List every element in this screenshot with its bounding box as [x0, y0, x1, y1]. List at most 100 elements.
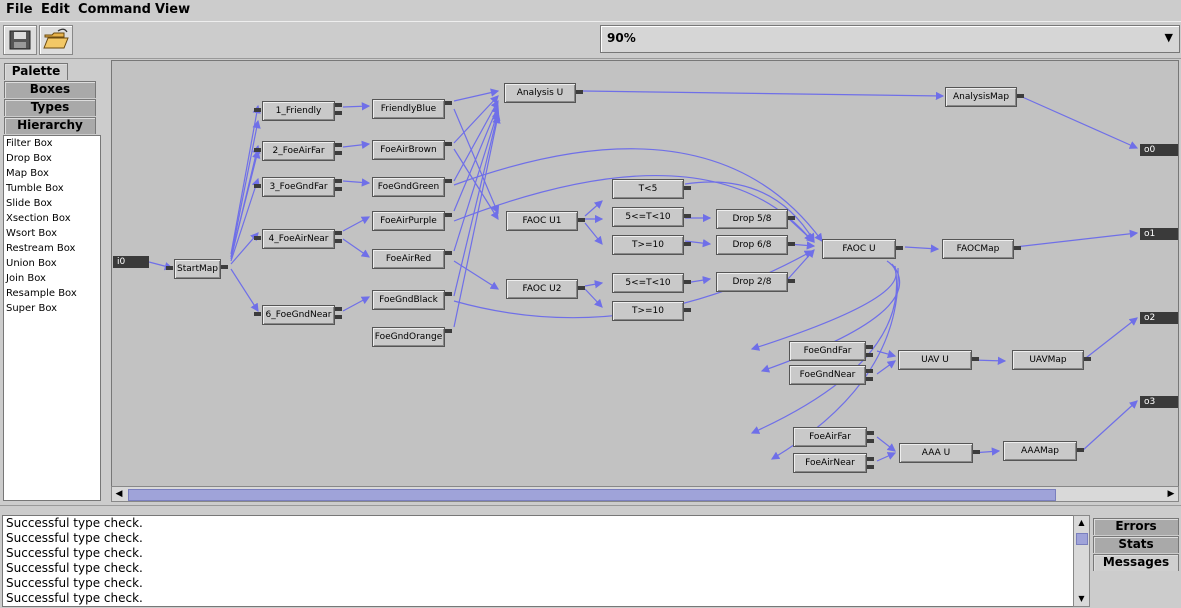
palette-item-tumble-box[interactable]: Tumble Box [6, 183, 64, 194]
tab-boxes[interactable]: Boxes [4, 81, 96, 98]
box-3-foegndfar[interactable]: 3_FoeGndFar [262, 177, 335, 197]
save-button[interactable] [3, 25, 37, 55]
port [166, 266, 173, 270]
port [335, 179, 342, 183]
box-t-lt-5[interactable]: T<5 [612, 179, 684, 199]
output-port-o2[interactable]: o2 [1140, 312, 1178, 324]
tab-errors[interactable]: Errors [1093, 518, 1179, 535]
box-foeairbrown[interactable]: FoeAirBrown [372, 140, 445, 160]
tab-hierarchy[interactable]: Hierarchy [4, 117, 96, 134]
port [254, 148, 261, 152]
box-faoc-u1[interactable]: FAOC U1 [506, 211, 578, 231]
box-faoc-u[interactable]: FAOC U [822, 239, 896, 259]
tab-palette[interactable]: Palette [4, 63, 68, 80]
palette-item-restream-box[interactable]: Restream Box [6, 243, 76, 254]
output-port-o3[interactable]: o3 [1140, 396, 1178, 408]
tab-types[interactable]: Types [4, 99, 96, 116]
box-foegndgreen[interactable]: FoeGndGreen [372, 177, 445, 197]
box-startmap[interactable]: StartMap [174, 259, 221, 279]
box-foegndorange[interactable]: FoeGndOrange [372, 327, 445, 347]
floppy-disk-icon [9, 30, 31, 50]
palette-item-drop-box[interactable]: Drop Box [6, 153, 52, 164]
tab-messages[interactable]: Messages [1093, 554, 1179, 571]
output-port-o0[interactable]: o0 [1140, 144, 1178, 156]
port [445, 292, 452, 296]
scroll-right-icon[interactable]: ▶ [1167, 489, 1175, 499]
input-port-i0[interactable]: i0 [113, 256, 149, 268]
port [445, 329, 452, 333]
box-foeairnear[interactable]: FoeAirNear [793, 453, 867, 473]
box-faoc-u2[interactable]: FAOC U2 [506, 279, 578, 299]
box-5-le-t-lt-10-b[interactable]: 5<=T<10 [612, 273, 684, 293]
chevron-down-icon: ▼ [1164, 31, 1173, 44]
menu-edit[interactable]: Edit [41, 2, 70, 17]
open-folder-icon [43, 28, 69, 49]
menu-file[interactable]: File [6, 2, 33, 17]
palette-item-xsection-box[interactable]: Xsection Box [6, 213, 71, 224]
box-foegndblack[interactable]: FoeGndBlack [372, 290, 445, 310]
box-drop-5-8[interactable]: Drop 5/8 [716, 209, 788, 229]
port [1014, 246, 1021, 250]
port [335, 239, 342, 243]
message-line: Successful type check. [6, 516, 143, 530]
split-pane-divider[interactable] [0, 505, 1181, 514]
palette-item-super-box[interactable]: Super Box [6, 303, 58, 314]
diagram-canvas[interactable]: i0 o0 o1 o2 o3 StartMap 1_Friendly 2_Foe… [111, 60, 1179, 488]
port [254, 108, 261, 112]
scrollbar-thumb[interactable] [128, 489, 1056, 501]
palette-list: Filter Box Drop Box Map Box Tumble Box S… [3, 135, 101, 501]
tab-stats[interactable]: Stats [1093, 536, 1179, 553]
menu-command[interactable]: Command [78, 2, 151, 17]
port [866, 377, 873, 381]
port [254, 236, 261, 240]
box-5-le-t-lt-10-a[interactable]: 5<=T<10 [612, 207, 684, 227]
port [867, 465, 874, 469]
port [445, 179, 452, 183]
box-1-friendly[interactable]: 1_Friendly [262, 101, 335, 121]
box-foegndfar[interactable]: FoeGndFar [789, 341, 866, 361]
palette-item-slide-box[interactable]: Slide Box [6, 198, 53, 209]
output-port-o1[interactable]: o1 [1140, 228, 1178, 240]
port [254, 184, 261, 188]
palette-item-wsort-box[interactable]: Wsort Box [6, 228, 58, 239]
box-drop-2-8[interactable]: Drop 2/8 [716, 272, 788, 292]
zoom-select[interactable]: 90% ▼ [600, 25, 1180, 53]
palette-item-map-box[interactable]: Map Box [6, 168, 49, 179]
box-foegndnear[interactable]: FoeGndNear [789, 365, 866, 385]
box-foeairred[interactable]: FoeAirRed [372, 249, 445, 269]
open-button[interactable] [39, 25, 73, 55]
box-analysis-u[interactable]: Analysis U [504, 83, 576, 103]
box-t-ge-10-a[interactable]: T>=10 [612, 235, 684, 255]
box-uav-u[interactable]: UAV U [898, 350, 972, 370]
box-foeairfar[interactable]: FoeAirFar [793, 427, 867, 447]
box-t-ge-10-b[interactable]: T>=10 [612, 301, 684, 321]
port [973, 450, 980, 454]
message-vertical-scrollbar[interactable]: ▲ ▼ [1073, 515, 1090, 607]
canvas-horizontal-scrollbar[interactable]: ◀ ▶ [111, 486, 1179, 502]
scroll-up-icon[interactable]: ▲ [1078, 518, 1085, 527]
port [254, 312, 261, 316]
palette-item-resample-box[interactable]: Resample Box [6, 288, 77, 299]
scroll-left-icon[interactable]: ◀ [115, 489, 123, 499]
scrollbar-thumb[interactable] [1076, 533, 1088, 545]
palette-item-join-box[interactable]: Join Box [6, 273, 46, 284]
box-analysismap[interactable]: AnalysisMap [945, 87, 1017, 107]
port [335, 231, 342, 235]
box-friendlyblue[interactable]: FriendlyBlue [372, 99, 445, 119]
box-faocmap[interactable]: FAOCMap [942, 239, 1014, 259]
box-2-foeairfar[interactable]: 2_FoeAirFar [262, 141, 335, 161]
box-foeairpurple[interactable]: FoeAirPurple [372, 211, 445, 231]
box-4-foeairnear[interactable]: 4_FoeAirNear [262, 229, 335, 249]
scroll-down-icon[interactable]: ▼ [1078, 594, 1085, 603]
palette-item-union-box[interactable]: Union Box [6, 258, 57, 269]
menu-view[interactable]: View [155, 2, 191, 17]
palette-item-filter-box[interactable]: Filter Box [6, 138, 53, 149]
box-aaa-u[interactable]: AAA U [899, 443, 973, 463]
port [1017, 94, 1024, 98]
box-6-foegndnear[interactable]: 6_FoeGndNear [262, 305, 335, 325]
box-drop-6-8[interactable]: Drop 6/8 [716, 235, 788, 255]
message-line: Successful type check. [6, 531, 143, 545]
port [684, 242, 691, 246]
box-uavmap[interactable]: UAVMap [1012, 350, 1084, 370]
box-aaamap[interactable]: AAAMap [1003, 441, 1077, 461]
